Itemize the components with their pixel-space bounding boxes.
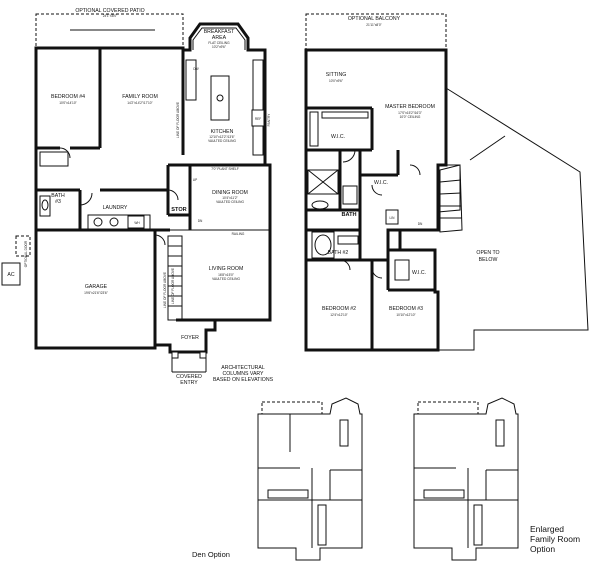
optional-door-label: OPTIONAL DOOR [24, 240, 28, 267]
enlarged-family-room-option-plan [413, 397, 519, 561]
arch-note-line1: ARCHITECTURAL [221, 365, 265, 371]
den-option-caption: Den Option [192, 550, 230, 559]
stor-name: STOR [171, 207, 186, 213]
garage-name: GARAGE [85, 284, 108, 290]
first-floor-exterior-wall [34, 22, 272, 354]
line-floor-above-label-2: LINE OF FLOOR ABOVE [163, 272, 167, 308]
second-floor-labels: OPTIONAL BALCONY 21'11"x8'0" SITTING 10'… [322, 16, 500, 317]
ac-label: AC [7, 272, 14, 278]
plant-shelf-label: 7'0" PLANT SHELF [211, 167, 239, 171]
line-floor-above-label: LINE OF FLOOR ABOVE [176, 102, 180, 138]
open-below-line2: BELOW [479, 257, 498, 263]
covered-entry-line1: COVERED [176, 374, 202, 380]
sitting-dims: 10'0"x9'6" [329, 79, 343, 83]
bath2-label: BATH #2 [328, 250, 349, 256]
arch-note-line2: COLUMNS VARY [222, 371, 264, 377]
patio-outline [35, 13, 184, 49]
master-note: 10'0" CEILING [400, 115, 421, 119]
family-room-dims: 14'2"x14'2"/17'10" [127, 101, 152, 105]
first-floor-stairs [167, 235, 183, 321]
enlarged-option-line1: Enlarged [530, 524, 564, 534]
bedroom4-name: BEDROOM #4 [51, 94, 85, 100]
open-to-below-outline [437, 87, 589, 351]
dn-mark: DN [198, 219, 203, 223]
dn-label: DN [418, 222, 423, 226]
first-floor-plan [1, 13, 272, 373]
kitchen-dims: 12'10"x12'2"/13'6" [209, 135, 234, 139]
bedroom3-name: BEDROOM #3 [389, 306, 423, 312]
kitchen-note: VAULTED CEILING [208, 139, 236, 143]
second-floor-stairs [439, 164, 463, 233]
bath3-num: #3 [55, 199, 61, 205]
wic-3: W.I.C. [412, 270, 426, 276]
sitting-name: SITTING [326, 72, 346, 78]
covered-entry-line2: ENTRY [180, 380, 198, 386]
den-option-plan [257, 397, 363, 561]
balcony-name: OPTIONAL BALCONY [348, 16, 401, 22]
bedroom2-name: BEDROOM #2 [322, 306, 356, 312]
breakfast-line2: AREA [212, 35, 227, 41]
ac-unit [1, 262, 21, 286]
bedroom2-dims: 12'4"x12'10" [330, 313, 347, 317]
pantry-label: PANTRY [267, 113, 271, 127]
family-room-name: FAMILY ROOM [122, 94, 158, 100]
breakfast-line3: FLAT CEILING [208, 41, 230, 45]
second-floor-plan [304, 13, 589, 352]
second-floor-exterior-wall [304, 48, 448, 352]
laundry-name: LAUNDRY [103, 205, 128, 211]
arch-note-line3: BASED ON ELEVATIONS [213, 377, 274, 383]
railing-label: RAILING [232, 232, 245, 236]
bedroom4-dims: 10'0"x14'10" [59, 101, 76, 105]
dw-mark: DW [193, 67, 198, 71]
kitchen-name: KITCHEN [211, 129, 234, 135]
up-mark: UP [193, 178, 197, 182]
breakfast-name: BREAKFAST [204, 29, 235, 35]
garage-dims: 19'6"x21'6"/23'6" [84, 291, 108, 295]
wic-2: W.I.C. [374, 180, 388, 186]
dining-note: VAULTED CEILING [216, 200, 244, 204]
open-below-line1: OPEN TO [476, 250, 499, 256]
dining-name: DINING ROOM [212, 190, 248, 196]
enlarged-option-line3: Option [530, 544, 555, 554]
lin-label: LIN [390, 216, 396, 220]
living-note: VAULTED CEILING [212, 277, 240, 281]
breakfast-dims: 10'2"x9'6" [212, 45, 226, 49]
wic-1: W.I.C. [331, 134, 345, 140]
living-name: LIVING ROOM [209, 266, 244, 272]
living-dims: 16'8"x15'0" [218, 273, 234, 277]
patio-name: OPTIONAL COVERED PATIO [75, 8, 144, 14]
patio-dims: 24'1"X8'0" [103, 14, 117, 18]
bath3-name: BATH [51, 193, 65, 199]
line-floor-above-label-3: LINE OF FLOOR ABOVE [171, 268, 175, 304]
dining-dims: 10'4"x11'2" [222, 196, 237, 200]
enlarged-option-line2: Family Room [530, 534, 580, 544]
master-dims: 17'0"x15'2"/16'3" [398, 111, 422, 115]
balcony-dims: 21'11"x8'0" [366, 23, 381, 27]
bedroom3-dims: 10'10"x12'10" [396, 313, 415, 317]
ref-mark: REF [255, 117, 261, 121]
first-floor-labels: OPTIONAL COVERED PATIO 24'1"X8'0" BEDROO… [7, 8, 273, 386]
master-name: MASTER BEDROOM [385, 104, 435, 110]
master-bath-label: BATH [341, 212, 356, 218]
wh-mark: WH [134, 221, 140, 225]
foyer-name: FOYER [181, 335, 199, 341]
